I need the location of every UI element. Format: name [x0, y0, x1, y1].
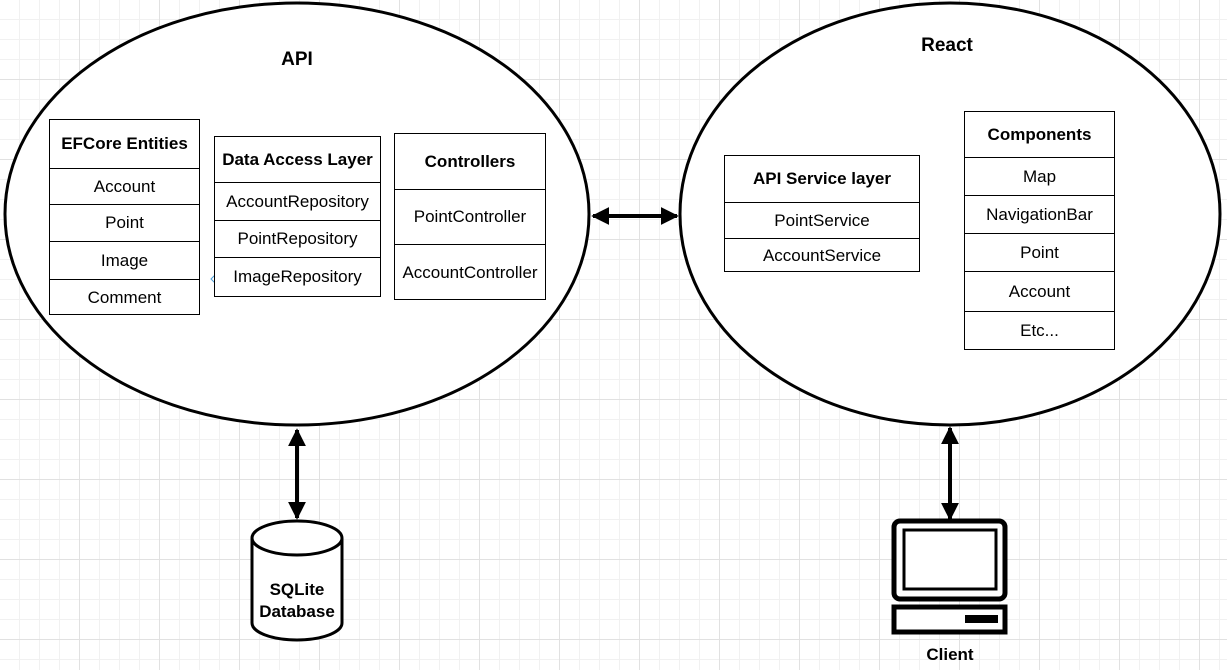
controllers-box: Controllers PointController AccountContr… — [394, 133, 546, 300]
entity-comment: Comment — [87, 288, 162, 307]
api-title: API — [281, 49, 313, 70]
controller-account: AccountController — [402, 262, 538, 282]
component-account: Account — [965, 272, 1114, 312]
api-service-layer-header: API Service layer — [725, 156, 919, 203]
entity-point: Point — [50, 205, 199, 242]
data-access-layer-box: Data Access Layer AccountRepository Poin… — [214, 136, 381, 297]
database-cylinder-icon — [250, 519, 344, 642]
database-label-line1: SQLite — [269, 580, 325, 599]
component-navigationbar: NavigationBar — [965, 196, 1114, 234]
repo-image: ImageRepository — [233, 267, 362, 286]
components-header: Components — [965, 112, 1114, 158]
connector-hint-left — [210, 274, 216, 284]
database-label-line2: Database — [259, 602, 335, 621]
entity-account: Account — [50, 169, 199, 205]
data-access-layer-header: Data Access Layer — [215, 137, 380, 183]
service-point: PointService — [725, 203, 919, 239]
react-title: React — [921, 35, 973, 56]
repo-account: AccountRepository — [215, 183, 380, 221]
repo-point: PointRepository — [215, 221, 380, 258]
component-etc: Etc... — [1020, 320, 1059, 340]
api-service-layer-box: API Service layer PointService AccountSe… — [724, 155, 920, 272]
component-point: Point — [965, 234, 1114, 272]
controller-point: PointController — [395, 190, 545, 245]
database-label: SQLite Database — [247, 579, 347, 623]
component-map: Map — [965, 158, 1114, 196]
efcore-entities-box: EFCore Entities Account Point Image Comm… — [49, 119, 200, 315]
service-account: AccountService — [762, 245, 882, 265]
controllers-header: Controllers — [395, 134, 545, 190]
entity-image: Image — [50, 242, 199, 280]
client-label: Client — [926, 645, 974, 664]
components-box: Components Map NavigationBar Point Accou… — [964, 111, 1115, 350]
client-computer-icon — [891, 518, 1008, 635]
efcore-entities-header: EFCore Entities — [50, 120, 199, 169]
